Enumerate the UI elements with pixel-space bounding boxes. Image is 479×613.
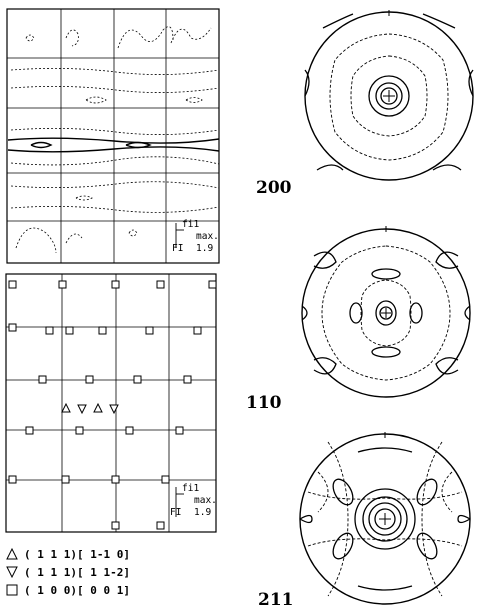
legend-item-triangle-down: ( 1 1 1)[ 1 1-2] <box>6 563 216 581</box>
ideal-orientation-grid <box>5 273 217 533</box>
orientation-legend: ( 1 1 1)[ 1-1 0] ( 1 1 1)[ 1 1-2] ( 1 0 … <box>6 545 216 599</box>
ideal-max-value: 1.9 <box>194 507 212 518</box>
odf-max-value: 1.9 <box>196 243 214 254</box>
pole-figure-211 <box>298 432 472 606</box>
pole-figure-211-contours <box>299 432 471 605</box>
ideal-fi-prefix: FI <box>170 507 182 518</box>
legend-text: ( 1 0 0)[ 0 0 1] <box>24 583 130 597</box>
pole-figure-200-contours <box>304 10 474 181</box>
legend-text: ( 1 1 1)[ 1 1-2] <box>24 565 130 579</box>
odf-fi-label: fi1 <box>182 219 200 230</box>
odf-fi-prefix: FI <box>172 243 184 254</box>
odf-section-plot: fi1 max. FI 1.9 <box>6 8 221 265</box>
pole-figure-label-200: 200 <box>256 178 292 198</box>
pole-figure-label-211: 211 <box>258 590 294 610</box>
ideal-fi-label: fi1 <box>182 483 200 494</box>
triangle-down-icon <box>6 566 18 578</box>
pole-figure-110-contours <box>301 226 471 398</box>
ideal-orientation-plot: fi1 max. FI 1.9 <box>4 272 218 534</box>
legend-text: ( 1 1 1)[ 1-1 0] <box>24 547 130 561</box>
odf-contour-grid <box>6 8 220 264</box>
square-icon <box>6 584 18 596</box>
odf-max-label: max. <box>196 231 219 242</box>
pole-figure-label-110: 110 <box>246 393 282 413</box>
triangle-up-icon <box>6 548 18 560</box>
pole-figure-110 <box>300 226 472 400</box>
pole-figure-200 <box>303 10 475 182</box>
ideal-max-label: max. <box>194 495 217 506</box>
legend-item-square: ( 1 0 0)[ 0 0 1] <box>6 581 216 599</box>
legend-item-triangle-up: ( 1 1 1)[ 1-1 0] <box>6 545 216 563</box>
